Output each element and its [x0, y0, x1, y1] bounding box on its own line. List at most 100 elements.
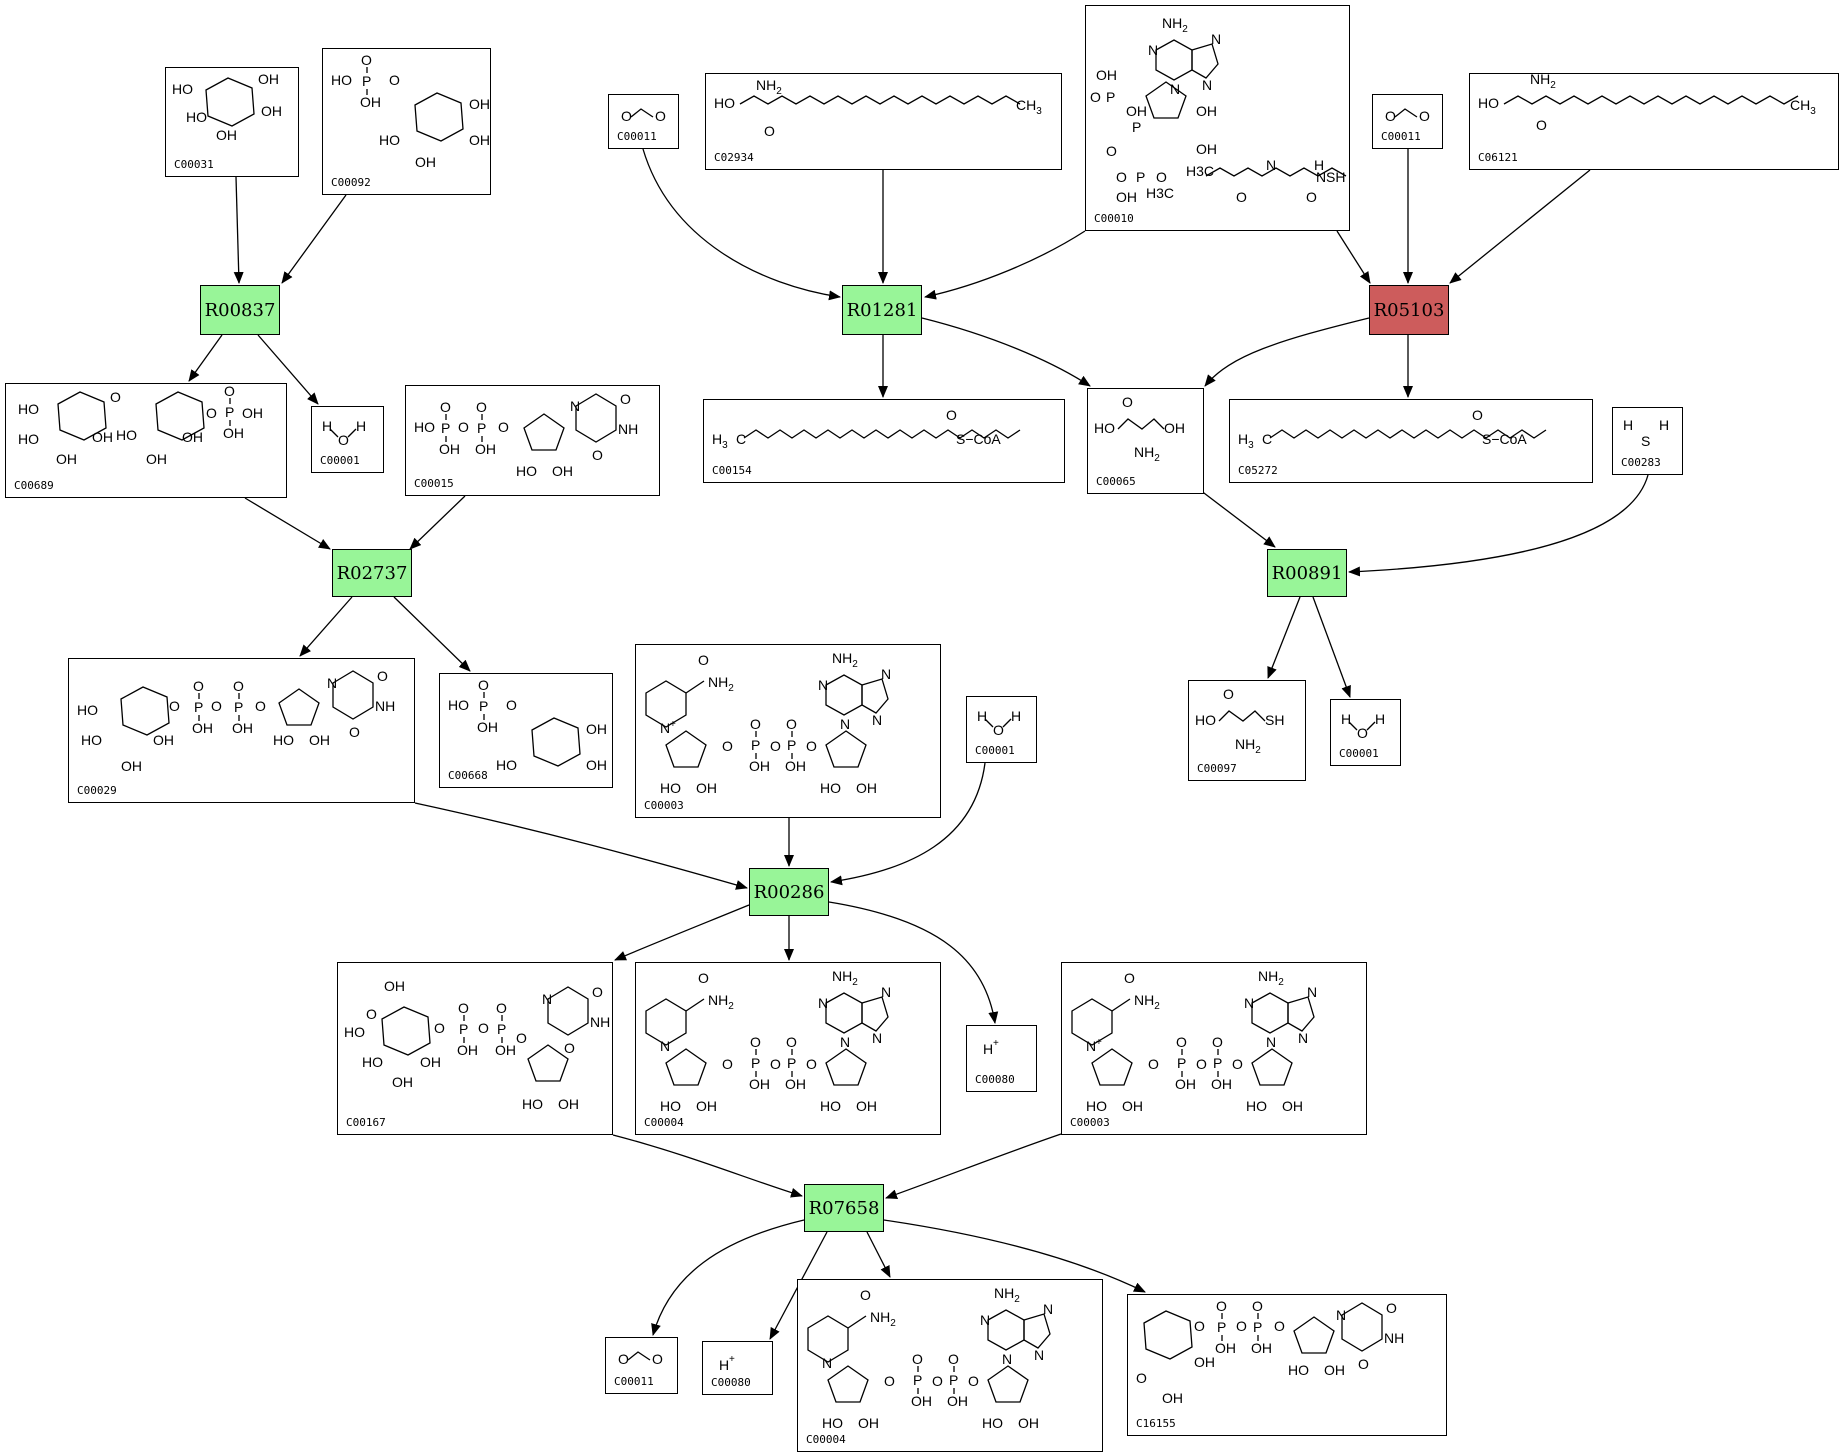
svg-text:O: O	[476, 399, 487, 415]
svg-text:HO: HO	[1094, 420, 1115, 436]
svg-text:HO: HO	[1246, 1098, 1267, 1114]
svg-text:O: O	[655, 108, 666, 124]
svg-text:OH: OH	[153, 732, 174, 748]
svg-text:OH: OH	[121, 758, 142, 774]
edge-arrow	[233, 176, 244, 284]
svg-text:OH: OH	[1324, 1362, 1345, 1378]
svg-text:N: N	[1211, 31, 1221, 47]
reaction-node[interactable]: R01281	[842, 285, 922, 335]
svg-text:N: N	[881, 666, 891, 682]
svg-text:P: P	[234, 699, 243, 715]
svg-text:NH: NH	[618, 421, 638, 437]
svg-text:N: N	[1298, 1030, 1308, 1046]
svg-text:O: O	[516, 1030, 527, 1046]
svg-text:P: P	[751, 737, 760, 753]
svg-text:OH: OH	[457, 1042, 478, 1058]
svg-text:NH2: NH2	[870, 1309, 896, 1329]
svg-text:NH: NH	[590, 1014, 610, 1030]
edge-arrow	[244, 497, 331, 550]
svg-text:H: H	[1341, 711, 1351, 727]
svg-text:OH: OH	[146, 451, 167, 467]
svg-text:O: O	[1156, 169, 1167, 185]
svg-text:H: H	[1011, 708, 1021, 724]
compound-node[interactable]: HOPOOHOHOOHOHOHC00668	[439, 673, 613, 788]
svg-text:O: O	[1306, 189, 1317, 205]
svg-text:O: O	[932, 1373, 943, 1389]
reaction-node[interactable]: R00286	[749, 868, 829, 916]
svg-text:OH: OH	[558, 1096, 579, 1112]
structure-drawing: H+	[719, 1354, 735, 1373]
compound-id-label: C00668	[448, 769, 488, 782]
svg-text:OH: OH	[1215, 1340, 1236, 1356]
svg-text:O: O	[440, 399, 451, 415]
svg-text:HO: HO	[1288, 1362, 1309, 1378]
edge-arrow	[885, 1133, 1062, 1199]
svg-text:S−CoA: S−CoA	[1482, 431, 1527, 447]
svg-text:P: P	[497, 1021, 506, 1037]
edge-arrow	[883, 1219, 1146, 1293]
reaction-node[interactable]: R02737	[332, 549, 412, 597]
svg-text:OH: OH	[1196, 141, 1217, 157]
svg-text:N: N	[1034, 1347, 1044, 1363]
svg-text:HO: HO	[414, 419, 435, 435]
compound-node[interactable]: H+C00080	[966, 1025, 1037, 1092]
compound-node[interactable]: H+C00080	[702, 1341, 773, 1395]
svg-text:O: O	[377, 668, 388, 684]
reaction-node[interactable]: R00837	[200, 285, 280, 335]
reaction-node[interactable]: R07658	[804, 1184, 884, 1232]
svg-text:OH: OH	[1175, 1076, 1196, 1092]
svg-text:O: O	[255, 698, 266, 714]
svg-text:HO: HO	[660, 780, 681, 796]
svg-text:HO: HO	[362, 1054, 383, 1070]
svg-text:HO: HO	[1478, 95, 1499, 111]
svg-text:OH: OH	[360, 94, 381, 110]
compound-id-label: C00065	[1096, 475, 1136, 488]
svg-text:C: C	[1262, 431, 1272, 447]
edge-arrow	[409, 495, 466, 550]
svg-text:N: N	[872, 1030, 882, 1046]
svg-text:OH: OH	[1164, 420, 1185, 436]
edge-arrow	[1312, 596, 1351, 698]
reaction-node[interactable]: R05103	[1369, 285, 1449, 335]
svg-text:OH: OH	[1096, 67, 1117, 83]
svg-text:NH2: NH2	[1235, 736, 1261, 756]
svg-text:O: O	[1252, 1298, 1263, 1314]
reaction-node[interactable]: R00891	[1267, 549, 1347, 597]
svg-text:O: O	[458, 419, 469, 435]
svg-text:O: O	[506, 697, 517, 713]
svg-text:+: +	[1096, 1037, 1102, 1048]
edge-arrow	[281, 194, 347, 284]
svg-text:N: N	[1244, 995, 1254, 1011]
compound-id-label: C02934	[714, 151, 754, 164]
compound-id-label: C00011	[617, 130, 657, 143]
